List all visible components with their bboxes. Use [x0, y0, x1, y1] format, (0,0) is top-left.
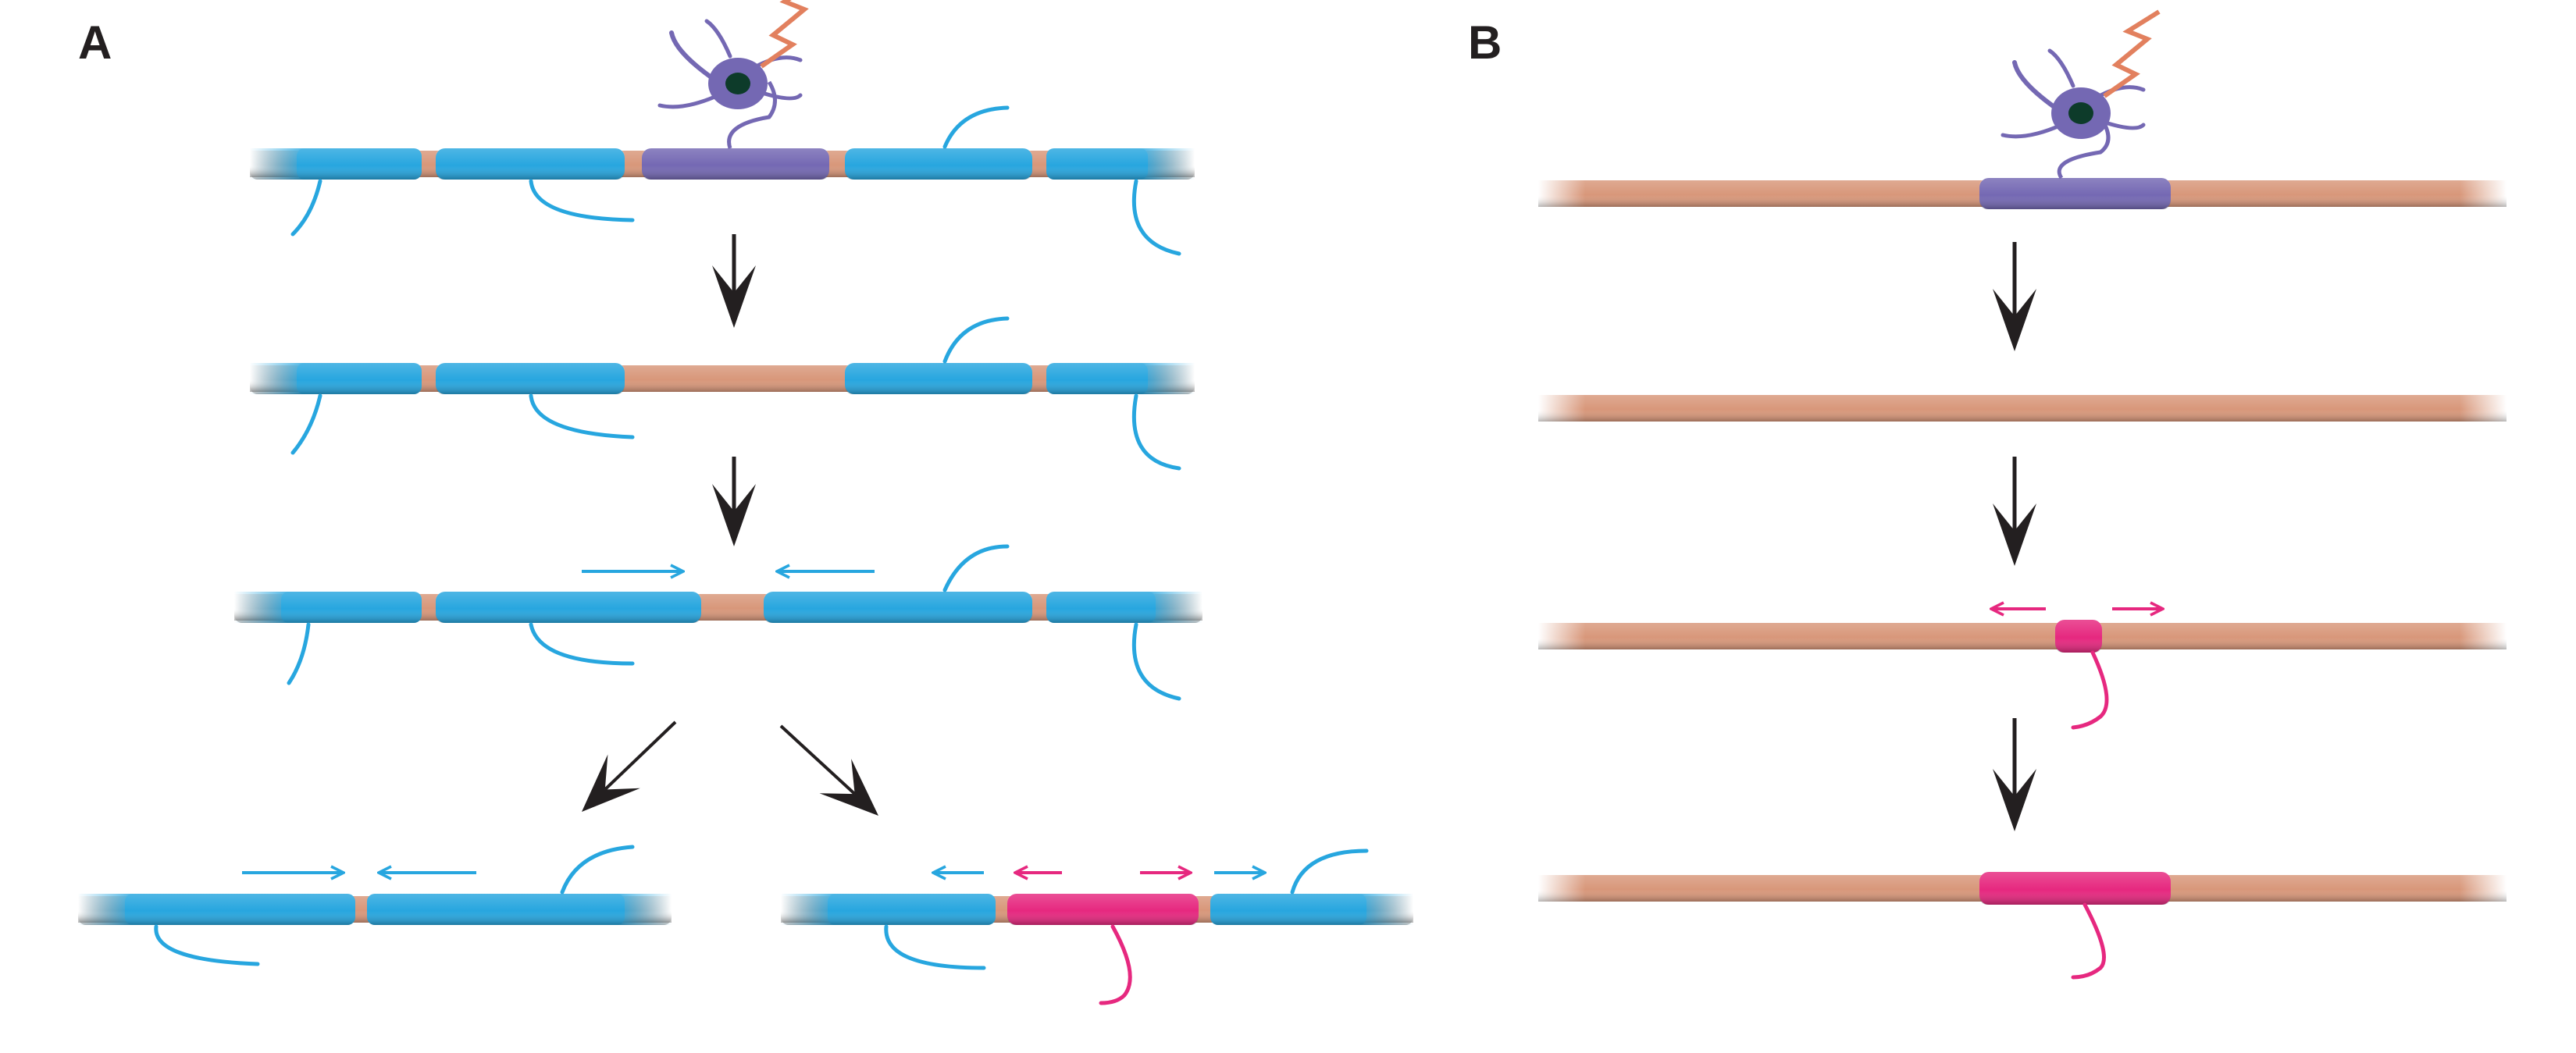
- myelin-sheath-shading: [1046, 148, 1195, 180]
- black-down-arrow-icon: [1993, 503, 2036, 566]
- myelin-sheath-shading: [367, 894, 672, 925]
- black-diagonal-arrow-icon: [819, 759, 878, 816]
- cell-process: [1131, 179, 1181, 256]
- cell-process: [942, 105, 1010, 149]
- cell-process: [529, 393, 635, 439]
- damaged-sheath-shading: [642, 148, 829, 180]
- axon-shading: [1538, 395, 2507, 422]
- myelin-sheath-shading: [845, 363, 1032, 394]
- cell-process: [1131, 622, 1181, 701]
- cell-process: [942, 544, 1010, 592]
- axon-shading: [1538, 623, 2507, 649]
- myelin-sheath-shading: [436, 592, 701, 623]
- panel-b-row-1: [1538, 9, 2507, 209]
- cell-process: [1290, 848, 1369, 895]
- cell-process: [529, 622, 635, 666]
- cell-process: [942, 316, 1010, 364]
- panel-a-row-2: [250, 316, 1195, 471]
- panel-label-a: A: [78, 16, 112, 69]
- cell-process: [657, 93, 721, 109]
- cell-process: [290, 393, 322, 455]
- cell-process: [669, 30, 717, 82]
- cell-process: [2071, 902, 2106, 980]
- myelin-sheath-shading: [1046, 363, 1195, 394]
- cell-process: [287, 622, 311, 685]
- black-down-arrow-icon: [712, 265, 756, 328]
- panel-a-row-4-right: [781, 848, 1413, 1005]
- myelin-sheath-shading: [1046, 592, 1202, 623]
- panel-a-row-1: [250, 0, 1195, 256]
- panel-b-row-3: [1538, 609, 2507, 730]
- cell-process: [751, 55, 803, 70]
- lightning-bolt-icon: [2103, 9, 2161, 98]
- myelin-sheath-shading: [436, 148, 625, 180]
- new-myelin-sheath-shading: [2055, 620, 2102, 653]
- cell-process: [290, 179, 322, 237]
- myelin-sheath-shading: [234, 592, 422, 623]
- myelin-sheath-shading: [436, 363, 625, 394]
- panel-b-row-2: [1538, 395, 2507, 422]
- cell-process: [560, 845, 635, 895]
- diagram-drawing: [78, 0, 2507, 1005]
- arrow-shaft: [604, 720, 677, 791]
- cell-process: [2001, 123, 2064, 139]
- myelin-sheath-shading: [1210, 894, 1413, 925]
- cell-process: [1099, 924, 1132, 1005]
- black-down-arrow-icon: [1993, 289, 2036, 351]
- arrow-shaft: [779, 724, 856, 795]
- myelin-sheath-shading: [845, 148, 1032, 180]
- panel-label-b: B: [1468, 16, 1502, 69]
- black-down-arrow-icon: [712, 484, 756, 546]
- cell-process: [2012, 60, 2060, 112]
- new-myelin-sheath-shading: [1979, 872, 2171, 905]
- cell-process: [529, 179, 635, 222]
- black-diagonal-arrow-icon: [582, 754, 640, 812]
- myelin-sheath-shading: [250, 363, 422, 394]
- cell-process: [2057, 116, 2111, 180]
- cell-process: [2071, 650, 2109, 730]
- lightning-bolt-icon: [760, 0, 809, 69]
- cell-process: [704, 19, 732, 59]
- myelin-sheath-shading: [78, 894, 355, 925]
- myelin-sheath-shading: [250, 148, 422, 180]
- damaged-sheath-shading: [1979, 178, 2171, 209]
- cell-process: [2047, 48, 2075, 88]
- cell-process: [2094, 85, 2146, 100]
- panel-a-row-4-left: [78, 845, 672, 966]
- black-down-arrow-icon: [1993, 769, 2036, 831]
- panel-b-row-4: [1538, 872, 2507, 980]
- cell-process: [154, 924, 260, 966]
- nucleus: [2068, 102, 2093, 124]
- new-myelin-sheath-shading: [1007, 894, 1199, 925]
- myelin-sheath-shading: [764, 592, 1032, 623]
- cell-process: [884, 924, 986, 970]
- myelin-sheath-shading: [781, 894, 996, 925]
- panel-a-row-3: [234, 544, 1202, 701]
- cell-process: [1131, 393, 1181, 471]
- nucleus: [725, 73, 750, 94]
